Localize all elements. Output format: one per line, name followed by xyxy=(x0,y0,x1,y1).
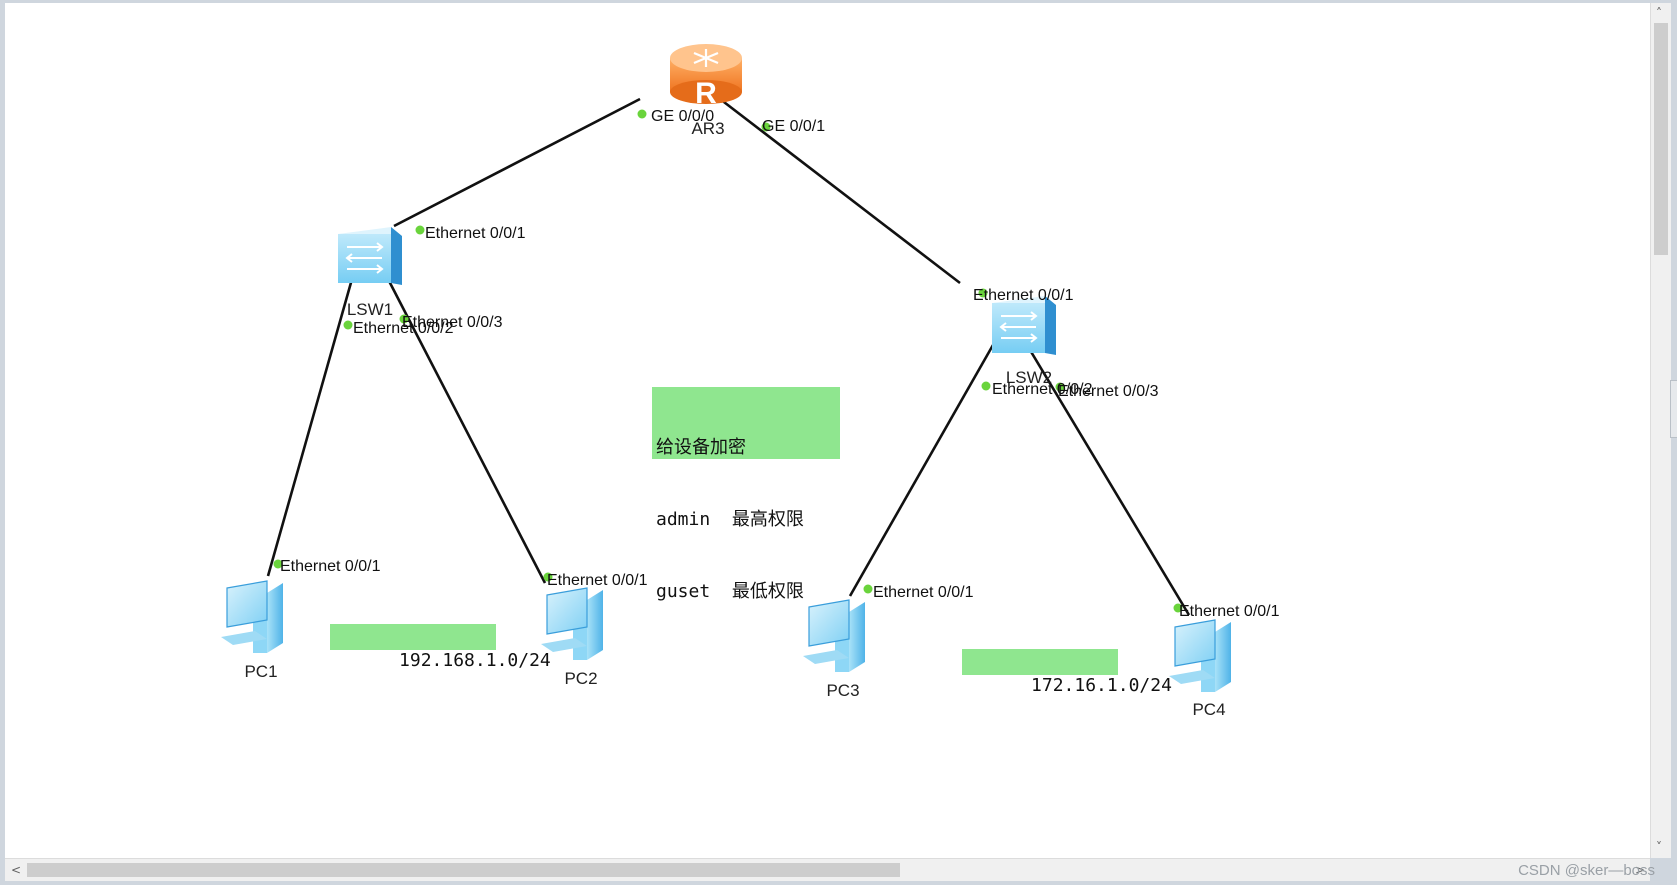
pc-tower xyxy=(1215,622,1231,692)
pc-screen xyxy=(808,599,850,647)
subnet-text: 192.168.1.0/24 xyxy=(399,650,551,671)
scroll-up-icon[interactable]: ˄ xyxy=(1656,6,1662,20)
port-label-lsw2-e002: Ethernet 0/0/2 xyxy=(992,381,1093,398)
router-arrows-icon xyxy=(693,49,719,67)
switch-arrows-icon xyxy=(999,311,1038,343)
switch-arrows-icon xyxy=(345,242,384,274)
panel-resize-grip[interactable] xyxy=(1670,380,1677,438)
vertical-scrollbar[interactable]: ˄ ˅ xyxy=(1650,3,1671,858)
port-label-lsw2-e003: Ethernet 0/0/3 xyxy=(1058,383,1159,400)
router-ar3[interactable]: R AR3 xyxy=(670,44,742,138)
pc-tower xyxy=(587,590,603,660)
pc-tower xyxy=(267,583,283,653)
note-line-3: guset 最低权限 xyxy=(656,581,804,602)
port-dots xyxy=(273,109,1183,613)
pc-screen xyxy=(226,580,268,628)
port-label-lsw2-e001: Ethernet 0/0/1 xyxy=(973,287,1074,304)
port-dot[interactable] xyxy=(543,572,553,582)
link-lsw2-pc3[interactable] xyxy=(848,344,995,597)
subnet-note-left[interactable]: 192.168.1.0/24 xyxy=(330,624,551,671)
scroll-down-icon[interactable]: ˅ xyxy=(1656,840,1662,854)
port-label-lsw1-e003: Ethernet 0/0/3 xyxy=(402,314,503,331)
port-dot[interactable] xyxy=(637,109,647,119)
pc-keyboard xyxy=(803,650,849,664)
port-label-pc2-e001: Ethernet 0/0/1 xyxy=(547,572,648,589)
device-label-lsw1: LSW1 xyxy=(347,300,393,319)
password-note[interactable]: 给设备加密 admin 最高权限 guset 最低权限 xyxy=(652,387,840,602)
pc-pc4[interactable]: PC4 xyxy=(1169,619,1231,719)
scroll-left-icon[interactable]: < xyxy=(11,863,22,877)
pc-keyboard xyxy=(541,638,587,652)
port-dot[interactable] xyxy=(1173,603,1183,613)
port-label-lsw1-e002: Ethernet 0/0/2 xyxy=(353,320,454,337)
horizontal-scroll-thumb[interactable] xyxy=(27,863,900,877)
port-label-lsw1-e001: Ethernet 0/0/1 xyxy=(425,225,526,242)
switch-lsw1[interactable]: LSW1 xyxy=(338,227,402,319)
device-label-lsw2: LSW2 xyxy=(1006,368,1052,387)
port-label-pc3-e001: Ethernet 0/0/1 xyxy=(873,584,974,601)
device-label-pc1: PC1 xyxy=(244,662,277,681)
pc-screen xyxy=(1174,619,1216,667)
topology-canvas[interactable]: R AR3 LSW1 xyxy=(5,3,1650,858)
port-labels: GE 0/0/0 GE 0/0/1 Ethernet 0/0/1 Etherne… xyxy=(280,108,1280,620)
link-lsw1-pc1[interactable] xyxy=(266,278,354,577)
device-label-pc3: PC3 xyxy=(826,681,859,700)
pc-pc1[interactable]: PC1 xyxy=(221,580,283,681)
subnet-text: 172.16.1.0/24 xyxy=(1031,675,1172,696)
port-label-pc4-e001: Ethernet 0/0/1 xyxy=(1179,603,1280,620)
horizontal-scrollbar[interactable]: < > xyxy=(5,858,1650,881)
link-lsw2-pc4[interactable] xyxy=(1025,344,1191,616)
note-line-2: admin 最高权限 xyxy=(656,509,804,530)
pc-keyboard xyxy=(221,631,267,645)
pc-tower xyxy=(849,602,865,672)
switch-side xyxy=(1045,296,1056,355)
port-dot[interactable] xyxy=(1055,382,1065,392)
port-dot[interactable] xyxy=(981,381,991,391)
device-label-pc2: PC2 xyxy=(564,669,597,688)
port-dot[interactable] xyxy=(761,122,771,132)
port-dot[interactable] xyxy=(343,320,353,330)
link-lsw1-pc2[interactable] xyxy=(386,278,547,584)
port-dot[interactable] xyxy=(978,288,988,298)
links xyxy=(266,97,1191,616)
pc-keyboard xyxy=(1169,670,1215,684)
topology-diagram: R AR3 LSW1 xyxy=(221,44,1280,719)
port-label-ar3-ge000: GE 0/0/0 xyxy=(651,108,714,125)
pc-pc3[interactable]: PC3 xyxy=(803,599,865,700)
port-label-pc1-e001: Ethernet 0/0/1 xyxy=(280,558,381,575)
port-dot[interactable] xyxy=(399,314,409,324)
note-line-1: 给设备加密 xyxy=(656,437,746,458)
device-label-ar3: AR3 xyxy=(691,119,724,138)
pc-screen xyxy=(546,587,588,635)
scroll-right-icon[interactable]: > xyxy=(1635,863,1646,877)
port-dot[interactable] xyxy=(863,584,873,594)
vertical-scroll-thumb[interactable] xyxy=(1654,23,1668,255)
router-base xyxy=(670,80,742,104)
watermark: CSDN @sker—boss xyxy=(1518,862,1655,879)
link-ar3-lsw2[interactable] xyxy=(719,97,961,285)
subnet-note-right[interactable]: 172.16.1.0/24 xyxy=(962,649,1172,696)
port-dot[interactable] xyxy=(273,559,283,569)
port-dot[interactable] xyxy=(415,225,425,235)
switch-side xyxy=(391,227,402,285)
link-ar3-lsw1[interactable] xyxy=(393,97,641,228)
switch-lsw2[interactable]: LSW2 xyxy=(992,296,1056,387)
router-glyph: R xyxy=(695,77,717,110)
port-label-ar3-ge001: GE 0/0/1 xyxy=(762,118,825,135)
device-label-pc4: PC4 xyxy=(1192,700,1225,719)
pc-pc2[interactable]: PC2 xyxy=(541,587,603,688)
